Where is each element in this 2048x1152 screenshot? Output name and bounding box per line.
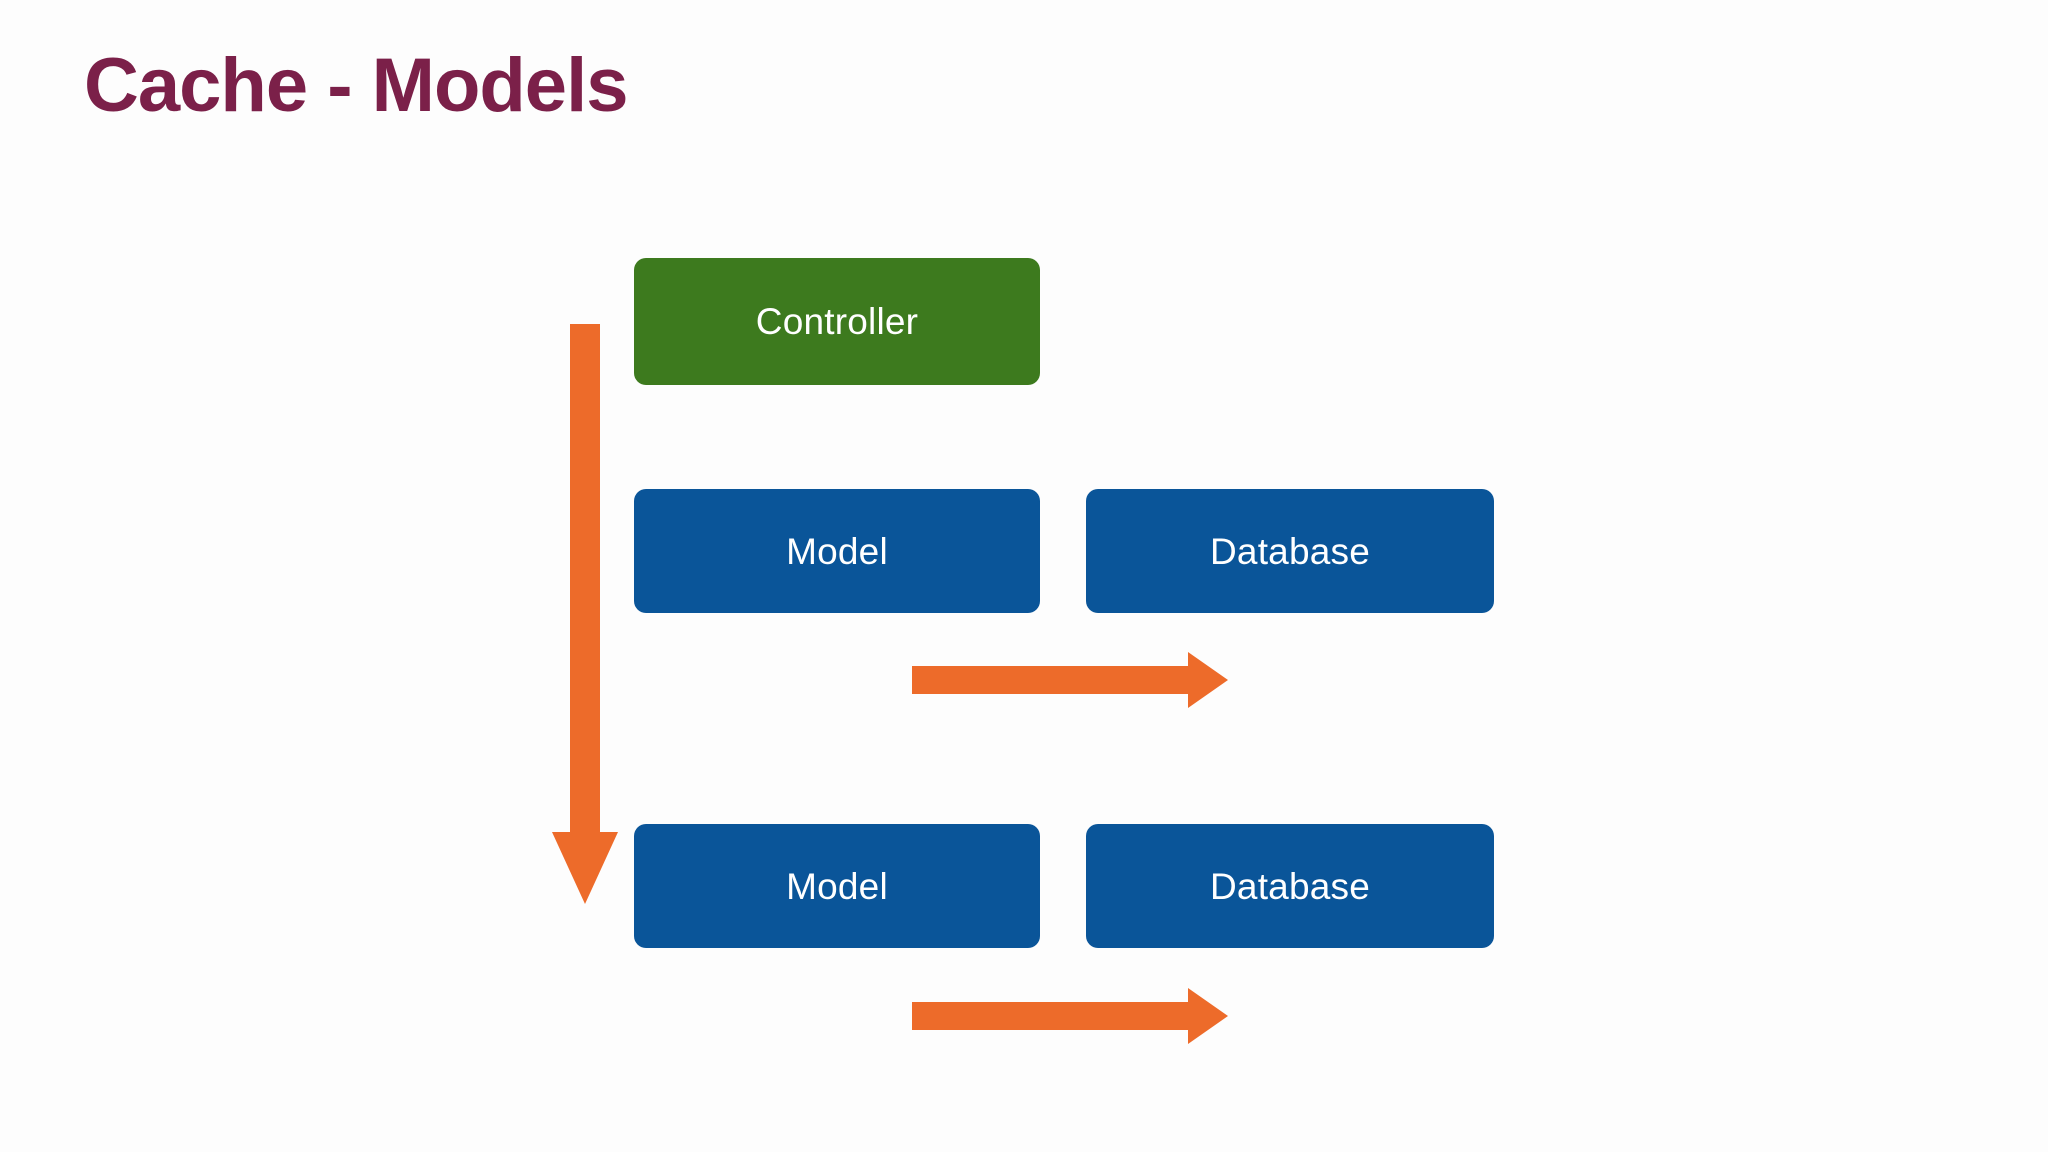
node-database-1[interactable]: Database: [1086, 489, 1494, 613]
node-controller[interactable]: Controller: [634, 258, 1040, 385]
arrow-right-shape: [912, 988, 1228, 1044]
node-model-2[interactable]: Model: [634, 824, 1040, 948]
arrow-down-controller-to-model: [552, 324, 618, 904]
node-database-1-label: Database: [1210, 530, 1370, 572]
node-model-1-label: Model: [786, 530, 888, 572]
page-title: Cache - Models: [84, 43, 628, 128]
arrow-down-shape: [552, 324, 618, 904]
arrow-right-model-to-database-2: [912, 988, 1228, 1044]
node-controller-label: Controller: [755, 301, 919, 342]
node-model-1[interactable]: Model: [634, 489, 1040, 613]
node-database-2-label: Database: [1210, 865, 1370, 907]
node-model-2-label: Model: [786, 865, 888, 907]
node-database-2[interactable]: Database: [1086, 824, 1494, 948]
arrow-right-model-to-database-1: [912, 652, 1228, 708]
arrow-right-shape: [912, 652, 1228, 708]
